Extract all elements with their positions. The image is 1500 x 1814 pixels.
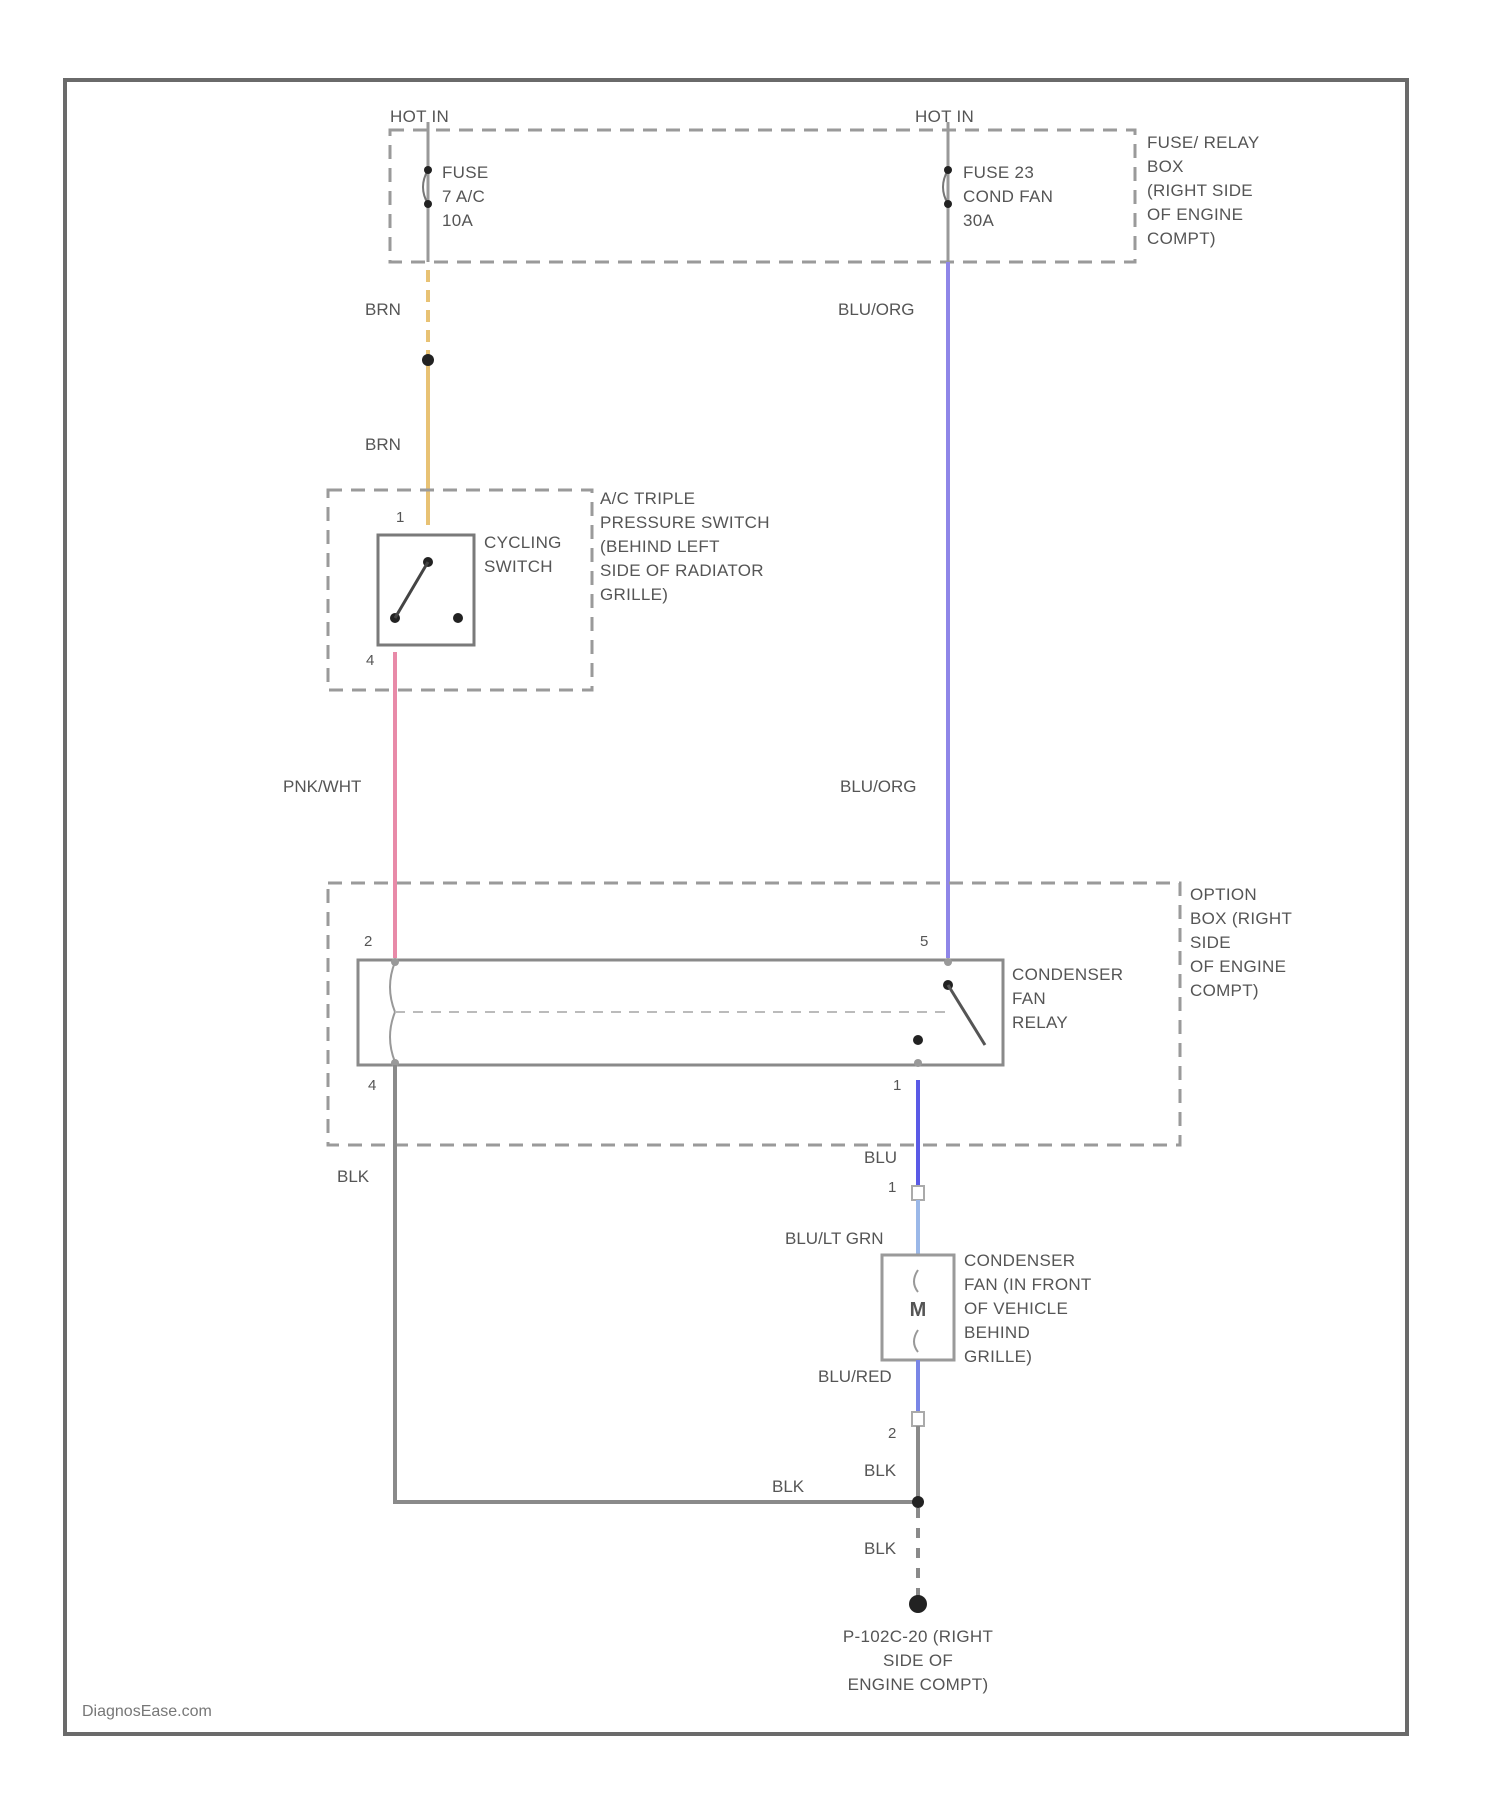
- svg-text:BOX (RIGHT: BOX (RIGHT: [1190, 909, 1292, 928]
- svg-text:7 A/C: 7 A/C: [442, 187, 485, 206]
- svg-text:OF ENGINE: OF ENGINE: [1147, 205, 1243, 224]
- svg-text:FUSE: FUSE: [442, 163, 489, 182]
- watermark: DiagnosEase.com: [82, 1703, 212, 1720]
- cycling-switch-label: CYCLING SWITCH: [484, 533, 562, 576]
- blu-red-label: BLU/RED: [818, 1367, 892, 1386]
- svg-text:GRILLE): GRILLE): [964, 1347, 1032, 1366]
- svg-text:SIDE OF: SIDE OF: [883, 1651, 953, 1670]
- blk-ground-label: BLK: [864, 1539, 897, 1558]
- hot-in-left-label: HOT IN: [390, 107, 449, 126]
- svg-text:CONDENSER: CONDENSER: [964, 1251, 1075, 1270]
- svg-text:10A: 10A: [442, 211, 474, 230]
- condenser-fan-relay-label: CONDENSER FAN RELAY: [1012, 965, 1123, 1032]
- svg-text:BOX: BOX: [1147, 157, 1184, 176]
- svg-text:PRESSURE SWITCH: PRESSURE SWITCH: [600, 513, 770, 532]
- blk-left-label: BLK: [337, 1167, 370, 1186]
- svg-text:GRILLE): GRILLE): [600, 585, 668, 604]
- svg-text:SIDE OF RADIATOR: SIDE OF RADIATOR: [600, 561, 764, 580]
- motor-pin-1: 1: [888, 1179, 896, 1196]
- svg-text:CYCLING: CYCLING: [484, 533, 562, 552]
- blu-connector: [912, 1186, 924, 1200]
- blk-left-wire: [395, 1065, 918, 1502]
- svg-text:FUSE/ RELAY: FUSE/ RELAY: [1147, 133, 1260, 152]
- svg-text:CONDENSER: CONDENSER: [1012, 965, 1123, 984]
- svg-text:BEHIND: BEHIND: [964, 1323, 1030, 1342]
- option-box-label: OPTION BOX (RIGHT SIDE OF ENGINE COMPT): [1190, 885, 1292, 1000]
- svg-text:SIDE: SIDE: [1190, 933, 1231, 952]
- relay-contact-arm: [948, 985, 985, 1045]
- motor-icon: M: [910, 1299, 927, 1321]
- ground-icon: [909, 1595, 927, 1613]
- svg-text:RELAY: RELAY: [1012, 1013, 1068, 1032]
- blu-org-upper-label: BLU/ORG: [838, 300, 915, 319]
- svg-text:FUSE 23: FUSE 23: [963, 163, 1034, 182]
- fuse-7-label: FUSE 7 A/C 10A: [442, 163, 489, 230]
- svg-text:SWITCH: SWITCH: [484, 557, 553, 576]
- svg-text:COND FAN: COND FAN: [963, 187, 1053, 206]
- svg-text:P-102C-20 (RIGHT: P-102C-20 (RIGHT: [843, 1627, 993, 1646]
- fuse-relay-box-label: FUSE/ RELAY BOX (RIGHT SIDE OF ENGINE CO…: [1147, 133, 1260, 248]
- pressure-switch-pin-4: 4: [366, 652, 374, 669]
- brn-upper-label: BRN: [365, 300, 401, 319]
- pressure-switch-label: A/C TRIPLE PRESSURE SWITCH (BEHIND LEFT …: [600, 489, 770, 604]
- pressure-switch-pin-1: 1: [396, 509, 404, 526]
- blk-splice-label: BLK: [772, 1477, 805, 1496]
- svg-text:OF VEHICLE: OF VEHICLE: [964, 1299, 1068, 1318]
- diagram-frame: [65, 80, 1407, 1734]
- relay-coil-icon: [390, 962, 395, 1062]
- svg-text:(RIGHT SIDE: (RIGHT SIDE: [1147, 181, 1253, 200]
- relay-pin-5: 5: [920, 933, 928, 950]
- svg-text:COMPT): COMPT): [1190, 981, 1259, 1000]
- relay-pin-1: 1: [893, 1077, 901, 1094]
- splice-dot: [912, 1496, 924, 1508]
- brn-connector-dot: [422, 354, 434, 366]
- svg-text:COMPT): COMPT): [1147, 229, 1216, 248]
- blu-label: BLU: [864, 1148, 897, 1167]
- brn-lower-label: BRN: [365, 435, 401, 454]
- blu-red-connector: [912, 1412, 924, 1426]
- blk-motor-label: BLK: [864, 1461, 897, 1480]
- condenser-fan-motor-label: CONDENSER FAN (IN FRONT OF VEHICLE BEHIN…: [964, 1251, 1092, 1366]
- cycling-switch-box: [378, 535, 474, 645]
- blu-lt-grn-label: BLU/LT GRN: [785, 1229, 884, 1248]
- relay-pin-4: 4: [368, 1077, 376, 1094]
- svg-text:OF ENGINE: OF ENGINE: [1190, 957, 1286, 976]
- svg-text:(BEHIND LEFT: (BEHIND LEFT: [600, 537, 720, 556]
- hot-in-right-label: HOT IN: [915, 107, 974, 126]
- pnk-wht-label: PNK/WHT: [283, 777, 361, 796]
- fuse-23-label: FUSE 23 COND FAN 30A: [963, 163, 1053, 230]
- svg-text:ENGINE COMPT): ENGINE COMPT): [848, 1675, 989, 1694]
- relay-pin-2: 2: [364, 933, 372, 950]
- svg-text:FAN: FAN: [1012, 989, 1046, 1008]
- svg-text:A/C TRIPLE: A/C TRIPLE: [600, 489, 695, 508]
- blu-org-lower-label: BLU/ORG: [840, 777, 917, 796]
- ground-label: P-102C-20 (RIGHT SIDE OF ENGINE COMPT): [843, 1627, 993, 1694]
- svg-text:30A: 30A: [963, 211, 995, 230]
- svg-text:FAN (IN FRONT: FAN (IN FRONT: [964, 1275, 1092, 1294]
- svg-text:OPTION: OPTION: [1190, 885, 1257, 904]
- cycling-switch-arm: [395, 562, 428, 618]
- motor-pin-2: 2: [888, 1425, 896, 1442]
